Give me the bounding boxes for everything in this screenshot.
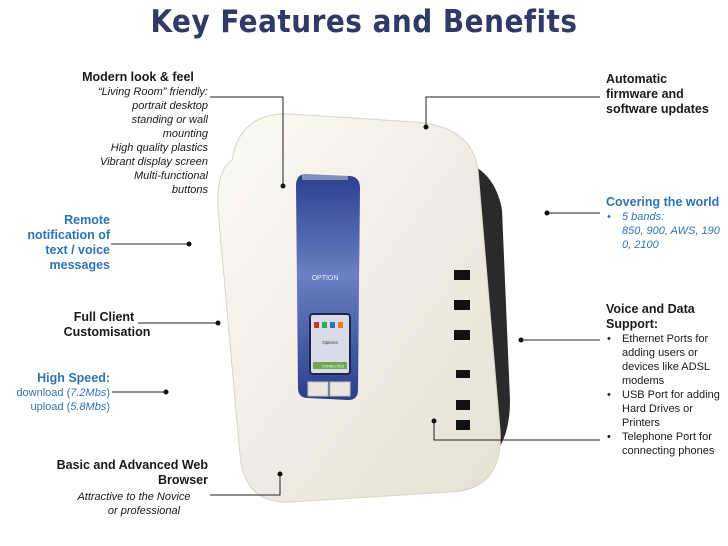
feature-remote-notification: Remote notification of text / voice mess…	[4, 213, 110, 273]
feature-line: text / voice	[45, 243, 110, 257]
feature-voice-data: Voice and Data Support: Ethernet Ports f…	[606, 302, 726, 458]
bullet-line: Printers	[622, 417, 660, 429]
feature-heading: High Speed:	[37, 371, 110, 385]
feature-heading: Modern look & feel	[82, 70, 194, 84]
feature-line: High quality plastics	[110, 142, 208, 154]
feature-line: Vibrant display screen	[99, 156, 208, 168]
feature-line: Customisation	[63, 325, 151, 339]
feature-high-speed: High Speed: download (7.2Mbs) upload (5.…	[0, 371, 110, 414]
feature-line: messages	[49, 258, 110, 272]
bands-label: 5 bands:	[622, 211, 665, 223]
feature-line: buttons	[171, 184, 208, 196]
bullet-line: Hard Drives or	[622, 403, 693, 415]
feature-line: “Living Room” friendly:	[97, 86, 208, 98]
feature-line: mounting	[162, 128, 208, 140]
voice-data-bullet: Telephone Port for connecting phones	[606, 430, 726, 458]
bullet-line: modems	[622, 375, 665, 387]
bands-item: 5 bands: 850, 900, AWS, 190 0, 2100	[606, 210, 726, 252]
download-value: 7.2Mbs	[70, 387, 107, 399]
device-screen-text: Options	[322, 340, 338, 345]
voice-data-bullet: Ethernet Ports for adding users or devic…	[606, 332, 726, 388]
bands-line: 0, 2100	[622, 239, 659, 251]
download-speed: download (7.2Mbs)	[0, 386, 110, 400]
bands-line: 850, 900, AWS, 190	[622, 225, 720, 237]
feature-line: firmware and	[606, 87, 684, 101]
feature-heading-line: Voice and Data	[606, 302, 695, 316]
feature-world-coverage: Covering the world 5 bands: 850, 900, AW…	[606, 195, 726, 252]
voice-data-bullet: USB Port for adding Hard Drives or Print…	[606, 388, 726, 430]
feature-line: notification of	[27, 228, 110, 242]
feature-line: Full Client	[73, 310, 135, 324]
feature-line: Attractive to the Novice	[77, 491, 191, 503]
feature-heading-line: Support:	[606, 317, 659, 331]
bullet-line: Telephone Port for	[622, 431, 712, 443]
page-title: Key Features and Benefits	[150, 4, 578, 40]
feature-client-customisation: Full Client Customisation	[40, 310, 174, 340]
upload-value: 5.8Mbs	[70, 401, 107, 413]
feature-heading-line: Basic and Advanced Web	[56, 458, 208, 472]
download-close: )	[106, 387, 110, 399]
feature-browser: Basic and Advanced Web Browser Attractiv…	[40, 458, 208, 518]
bullet-line: devices like ADSL	[622, 361, 711, 373]
feature-modern-look: Modern look & feel “Living Room” friendl…	[40, 70, 208, 197]
feature-firmware: Automatic firmware and software updates	[606, 72, 726, 117]
bullet-line: USB Port for adding	[622, 389, 720, 401]
upload-close: )	[106, 401, 110, 413]
feature-line: Automatic	[606, 72, 668, 86]
download-label: download (	[16, 387, 71, 399]
feature-line: software updates	[606, 102, 709, 116]
device-status-text: CONNECTED	[322, 365, 345, 369]
feature-line: standing or wall	[131, 114, 208, 126]
bullet-line: adding users or	[622, 347, 698, 359]
bullet-line: Ethernet Ports for	[622, 333, 709, 345]
feature-heading: Covering the world	[606, 195, 720, 209]
feature-line: or professional	[107, 505, 181, 517]
feature-line: portrait desktop	[132, 100, 208, 112]
upload-speed: upload (5.8Mbs)	[0, 400, 110, 414]
feature-line: Multi-functional	[134, 170, 208, 182]
device-brand-text: OPTION	[312, 275, 339, 282]
upload-label: upload (	[30, 401, 71, 413]
router-device-illustration: OPTION Options CONNECTED	[217, 113, 510, 503]
feature-heading-line: Browser	[157, 473, 208, 487]
bullet-line: connecting phones	[622, 445, 715, 457]
feature-line: Remote	[64, 213, 110, 227]
